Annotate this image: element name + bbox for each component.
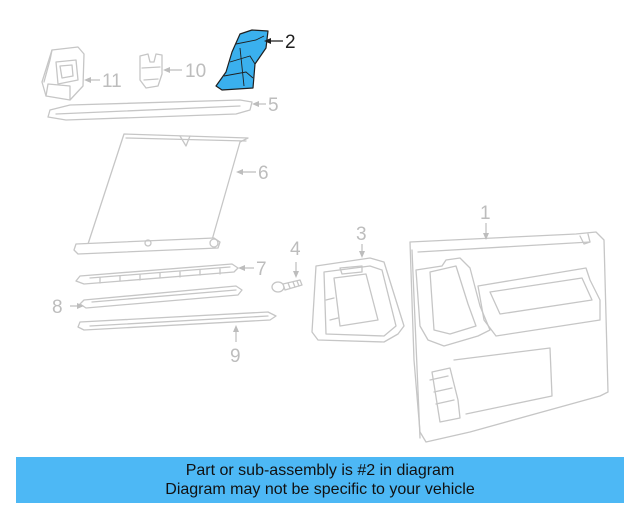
part-8-lower-rail[interactable]	[79, 285, 243, 309]
part-5-trim-strip[interactable]	[47, 99, 253, 121]
callout-3: 3	[356, 224, 367, 258]
svg-text:9: 9	[230, 346, 241, 367]
part-10-hinge-clip[interactable]	[139, 53, 163, 89]
part-1-door-trim-panel[interactable]	[409, 231, 609, 443]
svg-text:2: 2	[285, 32, 296, 53]
part-6-sunshade[interactable]	[73, 133, 249, 255]
part-2-handle-trim[interactable]	[215, 29, 269, 91]
svg-text:10: 10	[185, 61, 206, 82]
svg-text:4: 4	[290, 239, 301, 260]
part-3-handle-bracket[interactable]	[311, 257, 405, 343]
part-4-screw[interactable]	[271, 279, 303, 293]
svg-text:1: 1	[480, 203, 491, 224]
svg-text:8: 8	[52, 297, 63, 318]
callout-1: 1	[480, 203, 491, 240]
callout-8: 8	[52, 297, 84, 318]
part-11-switch-housing[interactable]	[41, 46, 85, 101]
callout-10: 10	[163, 61, 206, 82]
part-7-guide-rail[interactable]	[75, 263, 239, 285]
callout-2: 2	[264, 32, 296, 53]
callout-5: 5	[252, 95, 279, 116]
callout-4: 4	[290, 239, 301, 278]
caption-bar: Part or sub-assembly is #2 in diagram Di…	[16, 457, 624, 503]
callout-11: 11	[84, 71, 122, 92]
svg-text:11: 11	[102, 71, 122, 92]
svg-text:6: 6	[258, 163, 269, 184]
svg-text:5: 5	[268, 95, 279, 116]
part-9-sill-strip[interactable]	[77, 311, 277, 331]
callout-6: 6	[236, 163, 269, 184]
caption-part-line: Part or sub-assembly is #2 in diagram	[185, 462, 455, 479]
callout-9: 9	[230, 325, 241, 367]
svg-text:3: 3	[356, 224, 367, 245]
svg-text:7: 7	[256, 259, 267, 280]
caption-disclaimer-line: Diagram may not be specific to your vehi…	[165, 481, 475, 498]
callout-7: 7	[238, 259, 267, 280]
parts-diagram: 11 10 2 5	[41, 29, 609, 443]
